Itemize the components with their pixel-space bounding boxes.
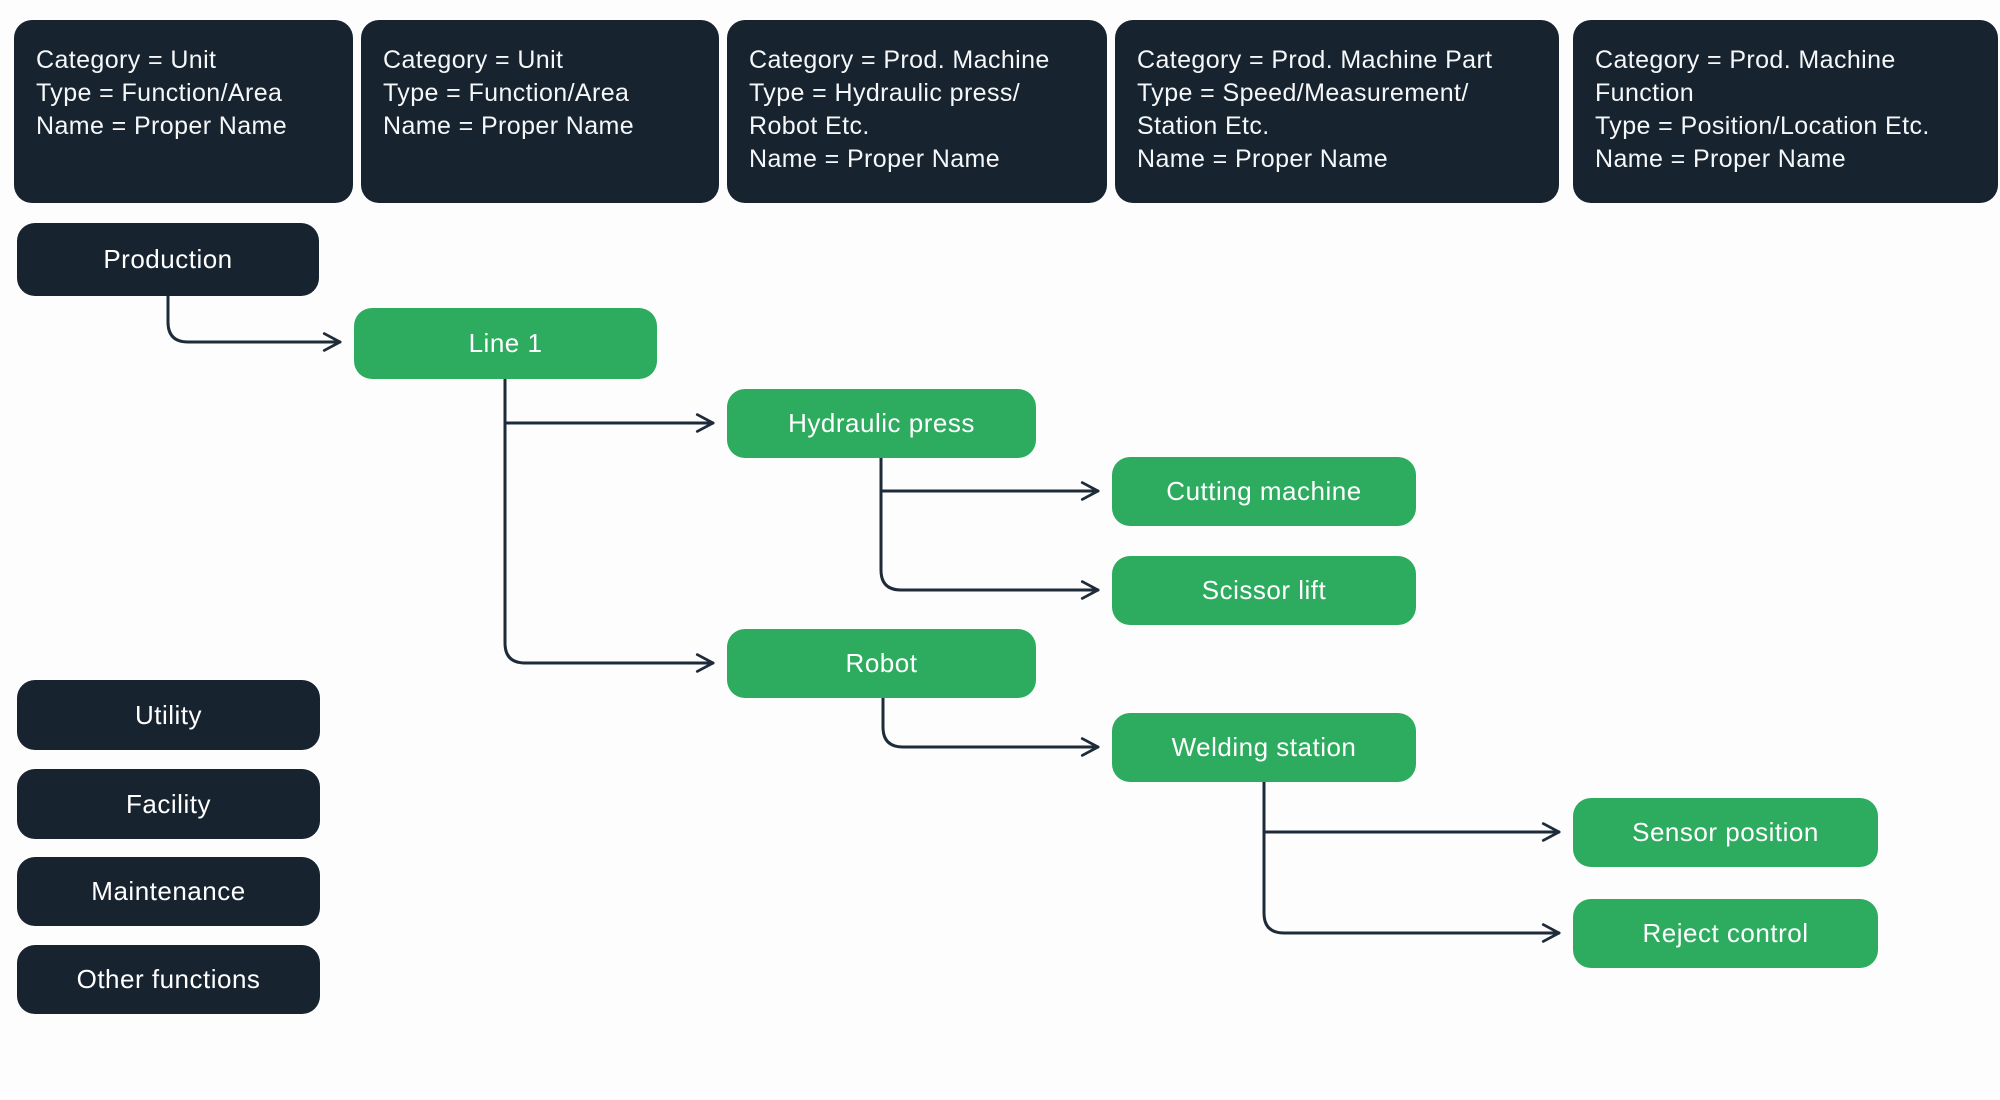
node-line1-label: Line 1 bbox=[468, 328, 543, 358]
node-cutting-machine-label: Cutting machine bbox=[1166, 476, 1362, 506]
node-welding-station[interactable]: Welding station bbox=[1112, 713, 1416, 782]
node-reject-control[interactable]: Reject control bbox=[1573, 899, 1878, 968]
node-production[interactable]: Production bbox=[17, 223, 319, 296]
legend-card-unit-2[interactable]: Category = Unit Type = Function/Area Nam… bbox=[361, 20, 719, 203]
node-utility[interactable]: Utility bbox=[17, 680, 320, 750]
legend-card-prod-machine[interactable]: Category = Prod. Machine Type = Hydrauli… bbox=[727, 20, 1107, 203]
node-reject-control-label: Reject control bbox=[1642, 918, 1809, 948]
node-scissor-lift-label: Scissor lift bbox=[1201, 575, 1327, 605]
node-hydraulic-press[interactable]: Hydraulic press bbox=[727, 389, 1036, 458]
node-sensor-position-label: Sensor position bbox=[1632, 817, 1819, 847]
connector-welding-reject-control bbox=[1262, 780, 1561, 943]
legend-card-prod-machine-function[interactable]: Category = Prod. Machine Function Type =… bbox=[1573, 20, 1998, 203]
node-welding-station-label: Welding station bbox=[1171, 732, 1357, 762]
node-line1[interactable]: Line 1 bbox=[354, 308, 657, 379]
node-production-label: Production bbox=[103, 244, 233, 274]
node-facility-label: Facility bbox=[126, 788, 211, 819]
connector-robot-welding-station bbox=[881, 696, 1100, 757]
connector-production-line1 bbox=[166, 294, 342, 352]
node-maintenance-label: Maintenance bbox=[91, 876, 246, 906]
connector-hydraulic-scissor-lift bbox=[879, 456, 1100, 600]
legend-card-prod-machine-part[interactable]: Category = Prod. Machine Part Type = Spe… bbox=[1115, 20, 1559, 203]
node-maintenance[interactable]: Maintenance bbox=[17, 857, 320, 926]
legend-card-unit-1[interactable]: Category = Unit Type = Function/Area Nam… bbox=[14, 20, 353, 203]
node-other-functions[interactable]: Other functions bbox=[17, 945, 320, 1014]
node-cutting-machine[interactable]: Cutting machine bbox=[1112, 457, 1416, 526]
node-robot[interactable]: Robot bbox=[727, 629, 1036, 698]
node-utility-label: Utility bbox=[134, 699, 203, 730]
node-scissor-lift[interactable]: Scissor lift bbox=[1112, 556, 1416, 625]
node-sensor-position[interactable]: Sensor position bbox=[1573, 798, 1878, 867]
node-facility[interactable]: Facility bbox=[17, 769, 320, 839]
connector-line1-robot bbox=[503, 376, 715, 673]
node-hydraulic-press-label: Hydraulic press bbox=[788, 408, 975, 438]
node-other-functions-label: Other functions bbox=[76, 964, 261, 994]
node-robot-label: Robot bbox=[845, 648, 918, 678]
